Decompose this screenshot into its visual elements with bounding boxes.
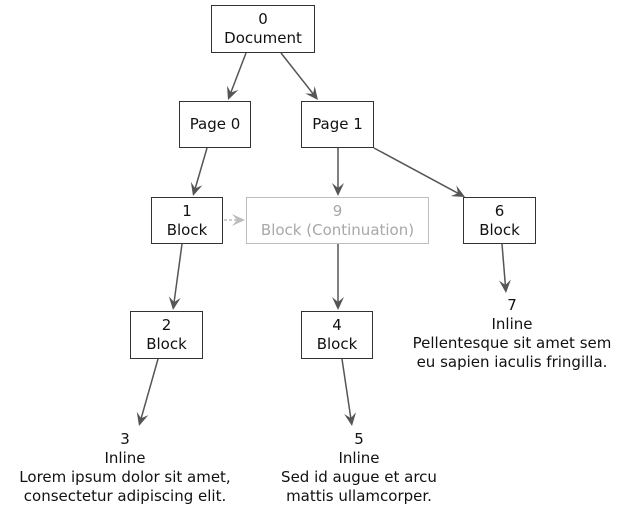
arrowhead-icon bbox=[168, 296, 181, 310]
node-block-2: 2 Block bbox=[130, 311, 203, 359]
arrowhead-icon bbox=[232, 214, 245, 226]
arrowhead-icon bbox=[305, 86, 318, 100]
node-page-1: Page 1 bbox=[301, 101, 374, 148]
node-document-0: 0 Document bbox=[211, 5, 315, 53]
node-inline-5: 5 Inline Sed id augue et arcu mattis ull… bbox=[259, 430, 459, 506]
edge-2-to-3 bbox=[136, 358, 159, 426]
node-label: Block bbox=[316, 335, 358, 353]
node-label: Page 0 bbox=[189, 115, 241, 133]
edge-line bbox=[341, 358, 352, 421]
node-block-6: 6 Block bbox=[463, 197, 536, 244]
edge-page1-to-6 bbox=[373, 147, 465, 197]
arrowhead-icon bbox=[190, 181, 203, 196]
arrowhead-icon bbox=[344, 412, 357, 426]
node-block-1: 1 Block bbox=[151, 197, 223, 244]
node-text: mattis ullamcorper. bbox=[286, 487, 432, 505]
node-block-continuation-9: 9 Block (Continuation) bbox=[246, 197, 429, 244]
edge-line bbox=[501, 243, 507, 288]
edge-1-to-2 bbox=[168, 243, 183, 310]
node-id: 6 bbox=[494, 201, 505, 220]
node-id: 5 bbox=[354, 430, 364, 448]
edge-9-to-4 bbox=[332, 244, 344, 310]
arrowhead-icon bbox=[136, 411, 149, 426]
node-text: consectetur adipiscing elit. bbox=[23, 487, 227, 505]
node-text: eu sapien iaculis fringilla. bbox=[416, 353, 608, 371]
edge-0-to-page1 bbox=[280, 52, 318, 100]
node-text: Sed id augue et arcu bbox=[281, 468, 437, 486]
node-id: 4 bbox=[332, 316, 342, 334]
edge-0-to-page0 bbox=[227, 52, 247, 100]
edge-6-to-7 bbox=[498, 243, 511, 293]
edge-line bbox=[139, 358, 159, 421]
edge-line bbox=[193, 147, 208, 191]
node-id: 0 bbox=[258, 10, 268, 28]
node-id: 7 bbox=[507, 296, 517, 314]
node-label: Block (Continuation) bbox=[260, 220, 415, 239]
arrowhead-icon bbox=[227, 85, 239, 100]
edge-line bbox=[229, 52, 247, 95]
edge-line bbox=[373, 147, 461, 195]
node-inline-7: 7 Inline Pellentesque sit amet sem eu sa… bbox=[395, 296, 629, 372]
edge-page0-to-1 bbox=[190, 147, 208, 196]
node-id: 1 bbox=[182, 201, 192, 220]
arrowhead-icon bbox=[498, 279, 511, 293]
arrowhead-icon bbox=[450, 185, 465, 197]
arrowhead-icon bbox=[332, 183, 344, 196]
node-label: Block bbox=[479, 220, 520, 239]
edge-page1-to-9 bbox=[332, 148, 344, 196]
node-inline-3: 3 Inline Lorem ipsum dolor sit amet, con… bbox=[0, 430, 250, 506]
edge-line bbox=[280, 52, 315, 96]
node-label: Block bbox=[166, 220, 208, 239]
node-label: Document bbox=[224, 29, 302, 47]
edge-4-to-5 bbox=[341, 358, 357, 426]
node-text: Lorem ipsum dolor sit amet, bbox=[19, 468, 231, 486]
node-label: Page 1 bbox=[312, 115, 363, 133]
node-label: Inline bbox=[104, 449, 146, 467]
node-label: Inline bbox=[491, 315, 533, 333]
node-block-4: 4 Block bbox=[301, 311, 373, 359]
node-id: 9 bbox=[332, 201, 343, 220]
arrowhead-icon bbox=[332, 297, 344, 310]
node-id: 3 bbox=[120, 430, 130, 448]
node-text: Pellentesque sit amet sem bbox=[412, 334, 612, 352]
edge-line bbox=[173, 243, 183, 305]
node-label: Block bbox=[146, 335, 187, 353]
node-id: 2 bbox=[161, 316, 172, 334]
edge-1-to-9 bbox=[224, 214, 245, 226]
node-label: Inline bbox=[338, 449, 380, 467]
node-page-0: Page 0 bbox=[179, 101, 251, 148]
